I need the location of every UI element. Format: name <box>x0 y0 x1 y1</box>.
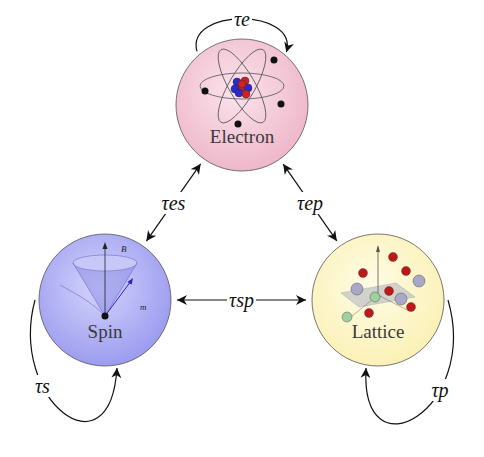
node-label: Spin <box>38 321 172 343</box>
node-label: Electron <box>175 126 309 148</box>
lattice-illustration <box>311 233 445 367</box>
symbol-label: m <box>140 303 147 312</box>
node-circle: Lattice <box>311 233 445 367</box>
circle-outline <box>175 38 309 172</box>
node-circle: Spin <box>38 233 172 367</box>
time-constant: τs <box>33 375 52 397</box>
time-constant: τe <box>232 8 252 30</box>
node-label: Lattice <box>311 321 445 343</box>
spin-illustration <box>38 233 172 367</box>
relaxation-arrow <box>283 164 337 241</box>
atom-illustration <box>175 38 309 172</box>
time-constant: τep <box>295 192 325 214</box>
relaxation-arrow <box>146 164 200 241</box>
time-constant: τsp <box>227 289 256 311</box>
symbol-label: B <box>121 245 127 254</box>
node-circle: Electron <box>175 38 309 172</box>
time-constant: τes <box>160 192 188 214</box>
time-constant: τp <box>429 379 450 401</box>
